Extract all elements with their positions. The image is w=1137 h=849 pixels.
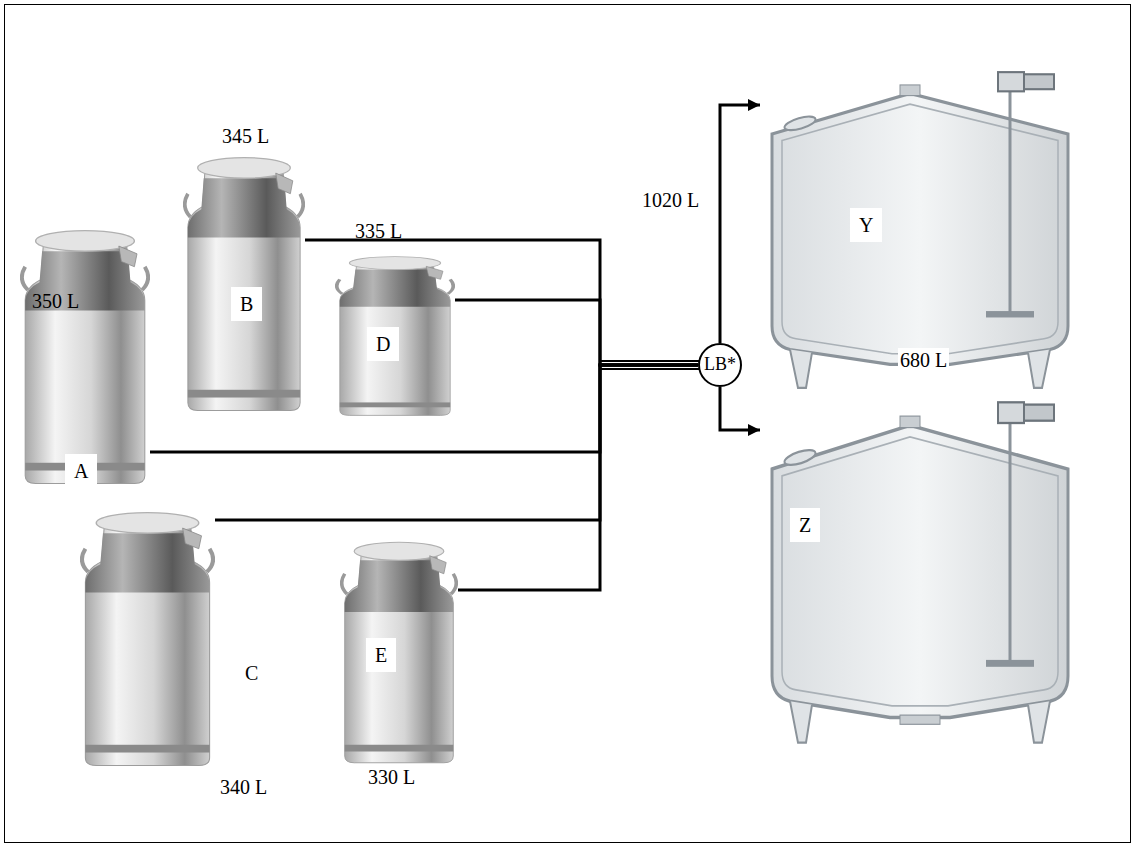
can-rim — [188, 390, 300, 398]
can-rim — [345, 745, 454, 752]
tank-jacket — [782, 104, 1058, 354]
agitator-shaft — [1009, 89, 1012, 315]
node-letter: A — [65, 454, 97, 488]
storage-tank: Z — [760, 400, 1080, 745]
merged-pipe — [600, 360, 700, 362]
tank-nozzle — [900, 85, 920, 96]
tank-manhole — [783, 447, 816, 468]
can-body — [340, 265, 450, 416]
node-letter: Z — [790, 508, 820, 542]
storage-tank: Y — [760, 70, 1080, 390]
can-rim — [85, 745, 209, 753]
milk-can-picture — [340, 540, 458, 765]
milk-can: D335 L — [335, 255, 455, 417]
volume-label: 340 L — [220, 776, 267, 798]
tank-shell — [772, 425, 1068, 717]
milk-can-picture — [80, 510, 215, 768]
can-body — [25, 243, 145, 483]
can-clamp — [430, 556, 447, 574]
node-letter: Y — [850, 208, 882, 242]
node-letter: B — [231, 287, 262, 321]
can-rim — [340, 402, 450, 407]
flow-volume-label: 680 L — [898, 348, 949, 372]
pump-circle: LB* — [698, 343, 742, 387]
milk-can: B345 L — [183, 155, 305, 413]
motor — [998, 72, 1024, 91]
node-letter: E — [366, 638, 396, 672]
tank-manhole — [783, 114, 816, 133]
tank-picture — [760, 400, 1080, 745]
pipe-connector — [720, 387, 760, 436]
node-letter: D — [367, 327, 399, 361]
node-label: LB* — [704, 355, 736, 375]
agitator-shaft — [1009, 421, 1012, 665]
merged-pipe — [600, 368, 700, 370]
pipe-connector — [720, 99, 760, 343]
tank-nozzle — [900, 416, 920, 428]
volume-label: 335 L — [355, 220, 402, 242]
can-clamp — [276, 173, 293, 194]
can-body — [345, 554, 454, 763]
tank-shell — [772, 93, 1068, 364]
tank-leg — [790, 701, 1050, 742]
motor — [1024, 405, 1054, 421]
pipe-connector — [455, 300, 698, 365]
volume-label: 330 L — [368, 766, 415, 788]
can-body — [85, 525, 209, 765]
can-clamp — [183, 528, 202, 549]
arrow-head — [748, 99, 760, 111]
milk-can-picture — [183, 155, 305, 413]
milk-can: E330 L — [340, 540, 458, 765]
volume-label: 350 L — [32, 290, 79, 312]
milk-can-picture — [20, 228, 150, 486]
pipe-line — [720, 387, 760, 430]
arrow-head — [748, 424, 760, 436]
flow-volume-label: 1020 L — [640, 188, 701, 212]
node-letter: C — [236, 656, 267, 690]
motor — [1024, 74, 1054, 89]
agitator-paddle — [986, 660, 1034, 667]
volume-label: 345 L — [222, 125, 269, 147]
pipe-line — [455, 300, 698, 365]
can-clamp — [426, 266, 443, 279]
agitator-paddle — [986, 311, 1034, 317]
motor — [998, 402, 1024, 423]
pipe-line — [458, 365, 698, 590]
milk-can: C340 L — [80, 510, 215, 768]
tank-outlet — [900, 715, 940, 724]
tank-picture — [760, 70, 1080, 390]
can-body — [188, 170, 300, 410]
can-clamp — [119, 246, 137, 267]
pipe-line — [720, 105, 760, 343]
pipe-connector — [458, 365, 698, 590]
tank-jacket — [782, 437, 1058, 706]
milk-can: A 350 L — [20, 228, 150, 486]
